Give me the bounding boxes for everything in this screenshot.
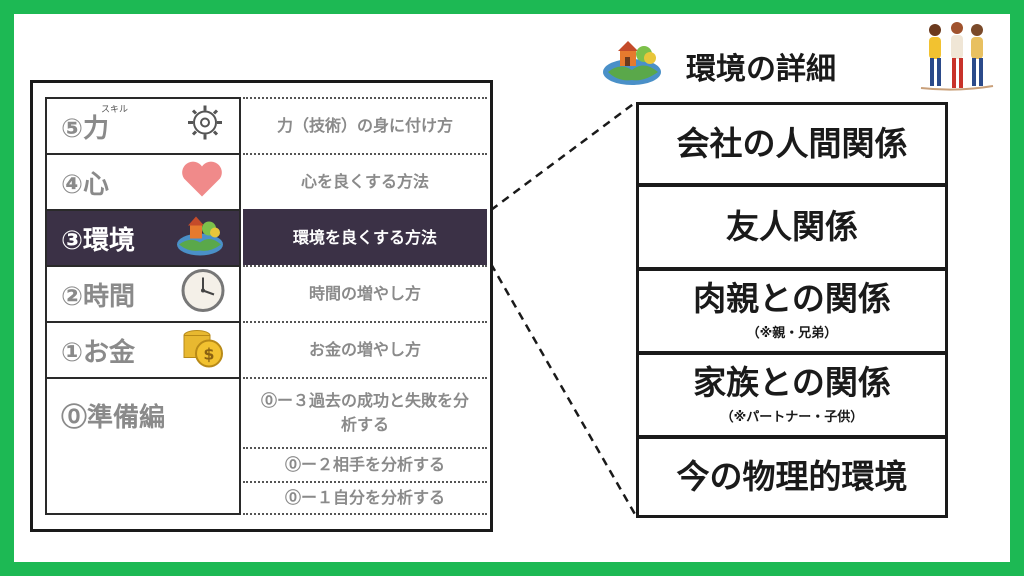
detail-label: 会社の人間関係 xyxy=(676,123,908,163)
detail-company-relations[interactable]: 会社の人間関係 xyxy=(636,102,948,186)
globe-town-icon xyxy=(175,213,225,264)
category-money[interactable]: ①お金 $ xyxy=(45,321,241,377)
skill-ruby: スキル xyxy=(101,105,129,115)
detail-friends[interactable]: 友人関係 xyxy=(636,184,948,270)
category-heart[interactable]: ④心 xyxy=(45,153,241,209)
category-environment[interactable]: ③環境 xyxy=(45,209,241,265)
detail-relatives[interactable]: 肉親との関係 （※親・兄弟） xyxy=(636,268,948,354)
category-label: ⑤力 xyxy=(61,113,110,144)
category-label: ②時間 xyxy=(61,281,136,312)
header-globe-icon xyxy=(600,36,664,90)
desc-heart[interactable]: 心を良くする方法 xyxy=(243,153,487,209)
clock-icon xyxy=(181,269,225,320)
desc-prep-3[interactable]: ⓪ー３過去の成功と失敗を分析する xyxy=(243,377,487,447)
desc-environment[interactable]: 環境を良くする方法 xyxy=(243,209,487,265)
heart-icon xyxy=(179,159,225,206)
detail-sublabel: （※パートナー・子供） xyxy=(720,409,864,425)
desc-skill[interactable]: 力（技術）の身に付け方 xyxy=(243,97,487,153)
detail-label: 家族との関係 xyxy=(693,363,891,403)
category-skill[interactable]: スキル ⑤力 xyxy=(45,97,241,153)
page-title: 環境の詳細 xyxy=(686,52,836,87)
category-label: ③環境 xyxy=(61,225,136,256)
coins-icon: $ xyxy=(181,324,225,377)
detail-family[interactable]: 家族との関係 （※パートナー・子供） xyxy=(636,352,948,438)
category-table: スキル ⑤力 力（技術）の身に付け方 ④心 心を良くする方法 ③環境 環境を良く… xyxy=(30,80,493,532)
desc-time[interactable]: 時間の増やし方 xyxy=(243,265,487,321)
desc-money[interactable]: お金の増やし方 xyxy=(243,321,487,377)
detail-sublabel: （※親・兄弟） xyxy=(746,325,838,341)
category-time[interactable]: ②時間 xyxy=(45,265,241,321)
desc-prep-2[interactable]: ⓪ー２相手を分析する xyxy=(243,447,487,481)
desc-prep-1[interactable]: ⓪ー１自分を分析する xyxy=(243,481,487,515)
connector-lines xyxy=(489,100,638,517)
category-label: ④心 xyxy=(61,169,110,200)
canvas: 環境の詳細 スキル ⑤力 力（技術）の身に付け方 ④心 xyxy=(14,14,1010,562)
people-walking-icon xyxy=(917,20,997,96)
detail-label: 友人関係 xyxy=(726,206,858,246)
category-label: ①お金 xyxy=(61,337,136,368)
detail-label: 肉親との関係 xyxy=(693,279,891,319)
detail-label: 今の物理的環境 xyxy=(676,456,908,496)
detail-physical-environment[interactable]: 今の物理的環境 xyxy=(636,436,948,518)
category-label: ⓪準備編 xyxy=(61,403,166,433)
category-preparation[interactable]: ⓪準備編 xyxy=(45,377,241,515)
gear-wrench-icon xyxy=(185,103,225,150)
svg-text:$: $ xyxy=(203,345,214,364)
